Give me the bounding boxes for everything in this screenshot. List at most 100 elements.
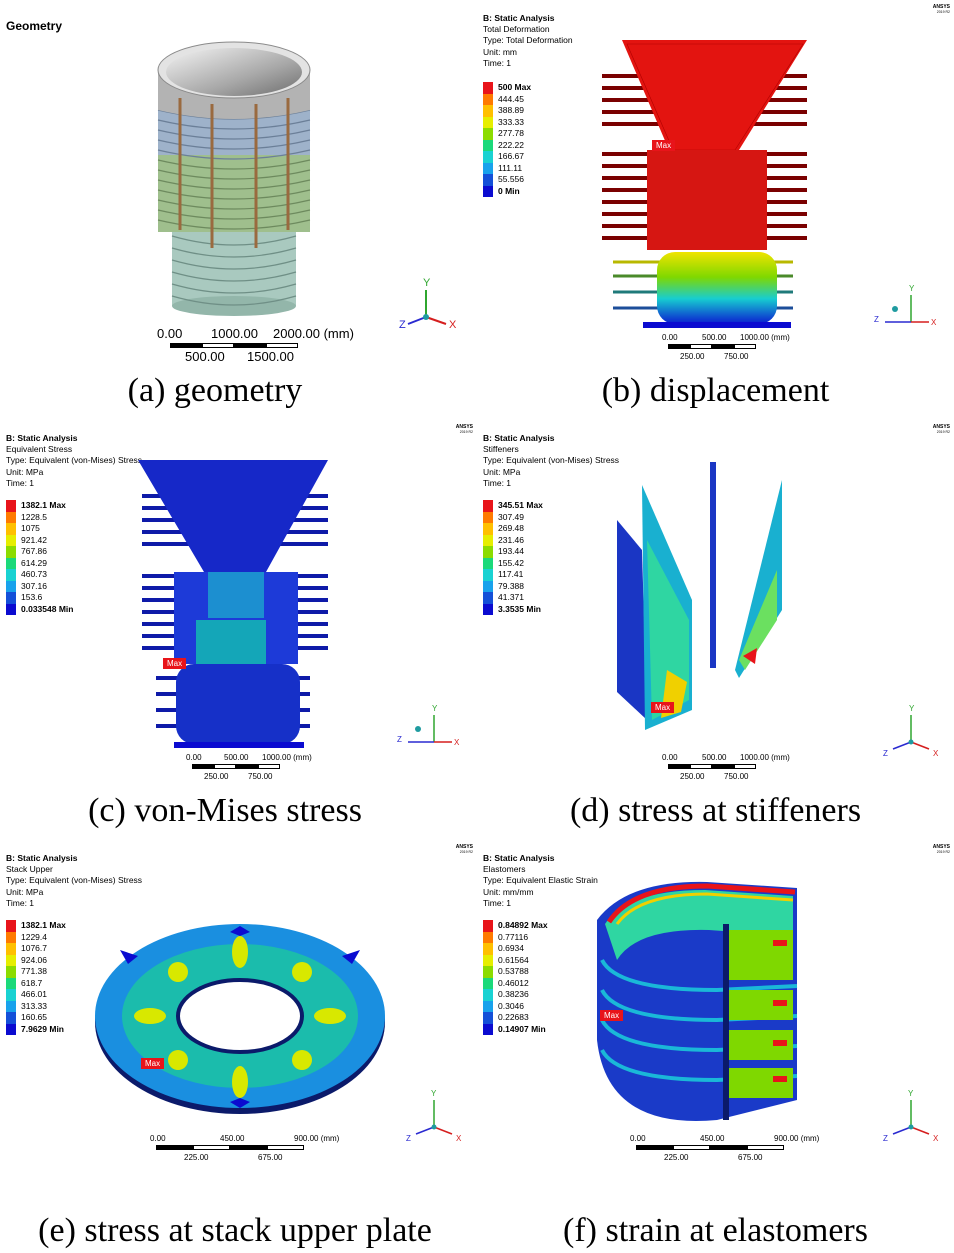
axis-triad-icon	[408, 715, 452, 743]
legend-label: 0.3046	[498, 1000, 524, 1011]
legend-label: 3.3535 Min	[498, 603, 541, 614]
axis-z-label: Z	[406, 1134, 411, 1143]
legend-label: 307.16	[21, 580, 47, 591]
info-line: Time: 1	[6, 477, 35, 488]
legend-label: 41.371	[498, 592, 524, 602]
legend-swatch	[483, 139, 493, 151]
legend-swatch	[483, 603, 493, 615]
caption: (f) strain at elastomers	[563, 1212, 868, 1249]
panel-title: Geometry	[6, 19, 63, 33]
axis-y-label: Y	[908, 1089, 914, 1098]
legend-swatch	[483, 1012, 493, 1024]
legend-label: 155.42	[498, 557, 524, 568]
legend-swatch	[483, 116, 493, 128]
legend-swatch	[483, 943, 493, 955]
axis-triad-icon	[407, 290, 447, 325]
caption: (c) von-Mises stress	[88, 792, 362, 829]
info-line: Total Deformation	[483, 24, 550, 35]
axis-y-label: Y	[432, 704, 438, 713]
legend-label: 307.49	[498, 511, 524, 522]
legend-swatch	[6, 977, 16, 989]
scale-label: 0.00	[186, 753, 202, 762]
info-line: Type: Equivalent (von-Mises) Stress	[6, 455, 143, 466]
scale-segment	[636, 1145, 673, 1150]
max-marker: Max	[163, 658, 187, 669]
scale-label: 0.00	[662, 753, 678, 762]
scale-bar: 0.00 450.00 900.00 (mm) 225.00 675.00	[150, 1134, 350, 1164]
legend-swatch	[483, 569, 493, 581]
legend-label: 0 Min	[498, 185, 520, 196]
legend-label: 0.14907 Min	[498, 1023, 546, 1034]
scale-segment	[214, 764, 236, 769]
legend-swatch	[483, 989, 493, 1001]
info-line: Equivalent Stress	[6, 444, 73, 455]
legend-label: 0.84892 Max	[498, 920, 548, 930]
legend-swatch	[6, 592, 16, 604]
scale-label: 900.00 (mm)	[294, 1134, 340, 1143]
legend-swatch	[483, 546, 493, 558]
legend-swatch	[6, 534, 16, 546]
max-marker: Max	[652, 140, 676, 151]
scale-label: 250.00	[680, 772, 705, 781]
scale-label: 1000.00	[211, 326, 258, 341]
legend-label: 444.45	[498, 93, 524, 104]
legend-label: 117.41	[498, 569, 524, 579]
scale-segment	[193, 1145, 230, 1150]
legend-swatch	[483, 523, 493, 535]
legend-label: 79.388	[498, 580, 524, 591]
legend-swatch	[6, 931, 16, 943]
scale-segment	[712, 344, 734, 349]
scale-segment	[710, 1145, 747, 1150]
legend-swatch	[6, 1023, 16, 1035]
legend-swatch	[483, 592, 493, 604]
axis-z-label: Z	[397, 735, 402, 744]
scale-bar: 0.00 1000.00 2000.00 (mm) 500.00 1500.00	[155, 326, 365, 366]
scale-label: 750.00	[724, 352, 749, 361]
info-line: Time: 1	[6, 897, 35, 908]
result-info: B: Static Analysis Stiffeners Type: Equi…	[483, 433, 619, 489]
legend-swatch	[483, 1023, 493, 1035]
legend-label: 0.61564	[498, 954, 529, 965]
analysis-title: B: Static Analysis	[483, 13, 555, 23]
axis-y-label: Y	[423, 277, 431, 289]
legend-swatch	[483, 580, 493, 592]
scale-segment	[266, 343, 298, 348]
axis-y-label: Y	[909, 704, 915, 713]
info-line: Type: Total Deformation	[483, 35, 573, 46]
scale-label: 0.00	[662, 333, 678, 342]
scale-label: 0.00	[150, 1134, 166, 1143]
legend-swatch	[483, 557, 493, 569]
scale-segment	[690, 344, 712, 349]
scale-segment	[690, 764, 712, 769]
scale-bar: 0.00 450.00 900.00 (mm) 225.00 675.00	[630, 1134, 830, 1164]
analysis-title: B: Static Analysis	[6, 853, 78, 863]
legend-label: 166.67	[498, 151, 524, 161]
scale-segment	[747, 1145, 784, 1150]
legend-label: 0.22683	[498, 1012, 529, 1022]
legend-swatch	[6, 989, 16, 1001]
scale-segment	[234, 343, 266, 348]
legend-swatch	[483, 174, 493, 186]
legend-swatch	[483, 128, 493, 140]
legend-swatch	[6, 1012, 16, 1024]
scale-segment	[236, 764, 258, 769]
legend-swatch	[483, 105, 493, 117]
result-info: B: Static Analysis Total Deformation Typ…	[483, 13, 573, 69]
legend-label: 269.48	[498, 523, 524, 533]
panel-geometry: Geometry 0.	[0, 0, 477, 420]
legend-label: 924.06	[21, 954, 47, 965]
scale-label: 500.00	[224, 753, 249, 762]
legend-label: 231.46	[498, 534, 524, 545]
scale-segment	[668, 344, 690, 349]
scale-label: 1000.00 (mm)	[740, 333, 790, 342]
info-line: Time: 1	[483, 477, 512, 488]
analysis-title: B: Static Analysis	[483, 433, 555, 443]
analysis-title: B: Static Analysis	[483, 853, 555, 863]
scale-segment	[734, 344, 756, 349]
legend-label: 111.11	[498, 162, 523, 173]
legend-label: 193.44	[498, 546, 524, 556]
axis-x-label: X	[933, 1134, 939, 1143]
legend-label: 771.38	[21, 966, 47, 976]
